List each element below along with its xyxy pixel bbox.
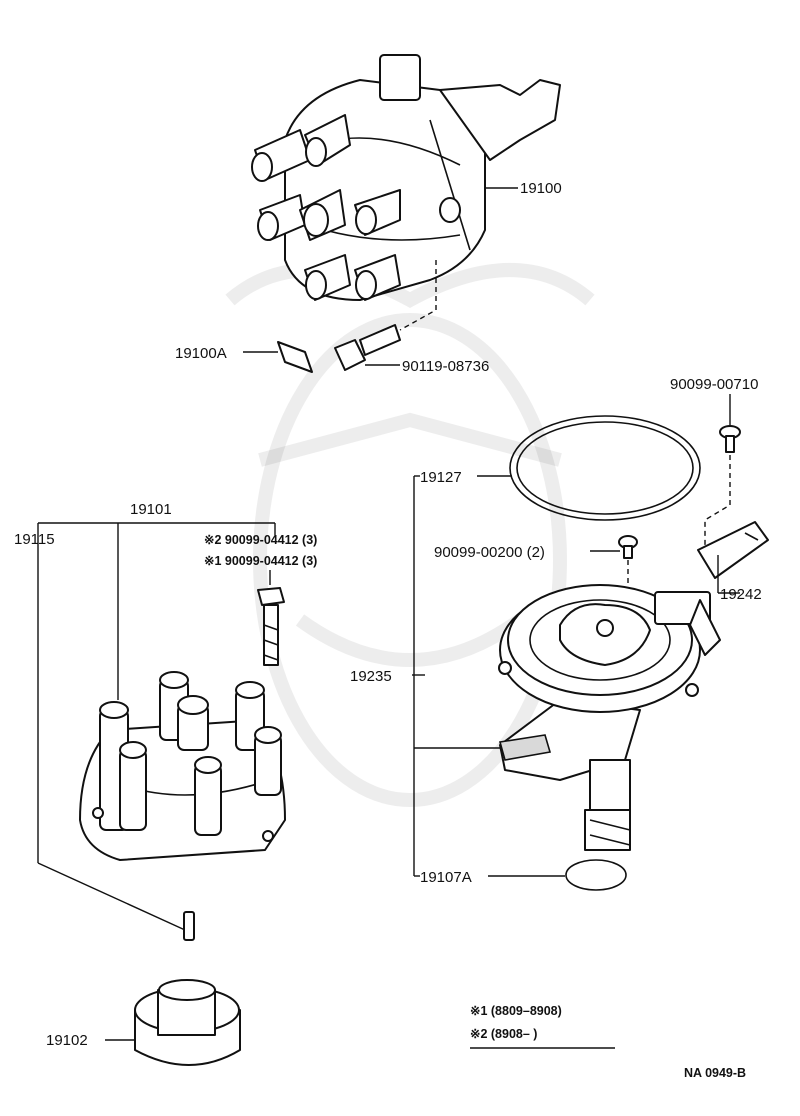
label-90099-00200: 90099-00200 (2) [434, 544, 545, 561]
legend-note-1: ※1 (8809–8908) [470, 1004, 562, 1018]
screw-90099-00710 [719, 425, 741, 453]
label-19100: 19100 [520, 180, 562, 197]
legend-note-2: ※2 (8908– ) [470, 1027, 537, 1041]
o-ring-19127 [509, 415, 701, 521]
bracket-19242 [697, 521, 769, 579]
pin-19115 [183, 911, 195, 941]
label-90099-00710: 90099-00710 [670, 376, 758, 393]
watermark-emblem [225, 263, 595, 807]
gasket-19107A [565, 859, 627, 891]
distributor-cap-19101 [79, 671, 286, 861]
rotor-19102 [134, 979, 241, 1066]
distributor-assembly [251, 54, 561, 301]
label-19107A: 19107A [420, 869, 472, 886]
housing-19235 [498, 584, 721, 851]
label-90099-04412-v1: ※1 90099-04412 (3) [204, 554, 317, 568]
label-19235: 19235 [350, 668, 392, 685]
label-90099-04412-v2: ※2 90099-04412 (3) [204, 533, 317, 547]
screw-90099-04412 [257, 587, 285, 666]
plate-19100A [277, 341, 313, 373]
label-19102: 19102 [46, 1032, 88, 1049]
label-90119-08736: 90119-08736 [402, 358, 489, 375]
label-19127: 19127 [420, 469, 462, 486]
cap-towers [251, 114, 461, 301]
label-19115: 19115 [14, 531, 55, 548]
bolt-90119-08736 [334, 324, 401, 371]
label-19101: 19101 [130, 501, 172, 518]
label-19100A: 19100A [175, 345, 227, 362]
label-19242: 19242 [720, 586, 762, 603]
diagram-code: NA 0949-B [684, 1066, 746, 1080]
screw-90099-00200 [618, 535, 638, 559]
